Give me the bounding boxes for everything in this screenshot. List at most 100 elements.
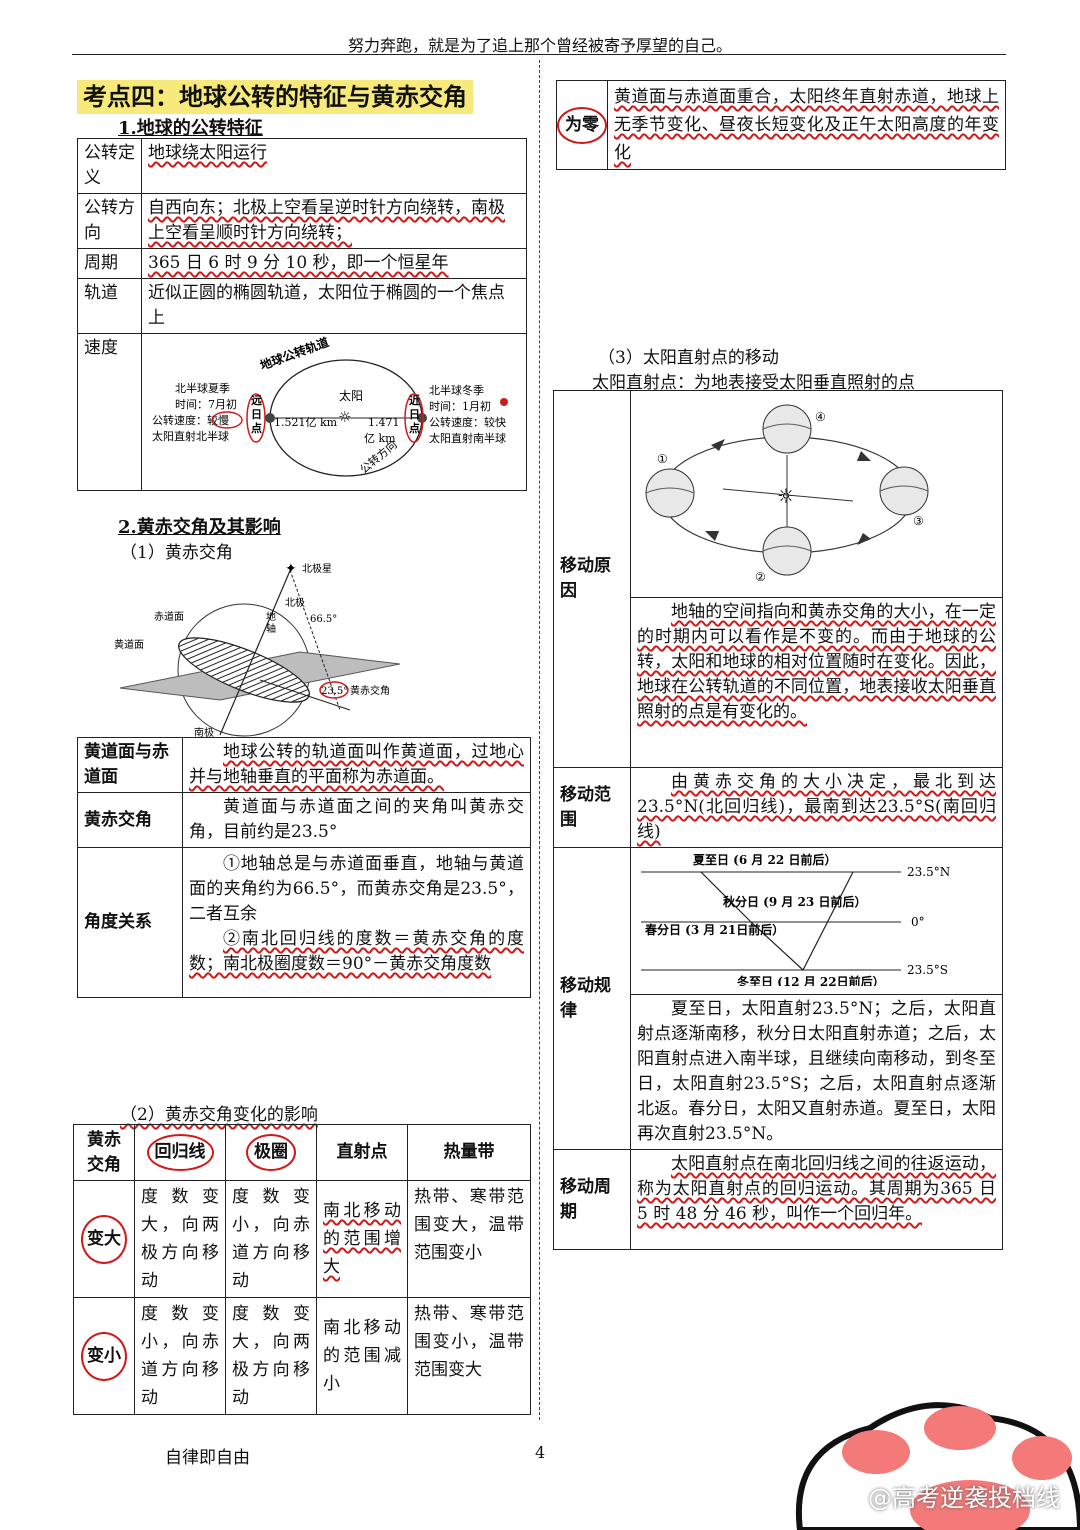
obliquity-change-table: 黄赤交角 回归线 极圈 直射点 热量带 变大 度数变大，向两极方向移动 度数变小…	[73, 1124, 531, 1415]
perihelion-earth	[417, 413, 427, 423]
row-key: 移动原因	[553, 390, 631, 768]
row-key: 公转定义	[77, 138, 142, 194]
north-star-icon: ✦	[285, 561, 297, 577]
axis-label-2: 轴	[266, 622, 276, 635]
angle-665-label: 66.5°	[310, 614, 337, 625]
equator-plane-label: 赤道面	[154, 610, 184, 623]
cell: 热带、寒带范围变小，温带范围变大	[407, 1297, 531, 1415]
earth-axis-line	[219, 565, 293, 736]
row-key: 角度关系	[77, 847, 183, 998]
aphelion-label-3: 点	[251, 421, 262, 435]
cell: 度数变大，向两极方向移动	[134, 1180, 226, 1298]
header-cell: 黄赤交角	[73, 1124, 135, 1181]
sun-icon: ☼	[338, 408, 351, 426]
cell: 度数变小，向赤道方向移动	[134, 1297, 226, 1415]
part3-definition: 太阳直射点：为地表接受太阳垂直照射的点	[592, 373, 915, 393]
obliquity-diagram: ✦ 北极星 北极 地 轴 赤道面 黄道面 66.5° 23.5° 黄赤交角 南极	[114, 561, 401, 738]
angle-relation-2: ②南北回归线的度数＝黄赤交角的度数；南北极圈度数＝90°－黄赤交角度数	[189, 929, 524, 974]
right-info: 公转速度：较快	[429, 415, 506, 429]
perihelion-distance-unit: 亿 km	[364, 432, 396, 445]
page-number: 4	[535, 1443, 546, 1462]
path-chart-cell: 夏至日 (6 月 22 日前后） 秋分日 (9 月 23 日前后） 春分日 (3…	[630, 847, 1003, 995]
north-star-label: 北极星	[302, 562, 332, 575]
right-info: 北半球冬季	[429, 383, 484, 397]
row-key: 速度	[77, 333, 142, 491]
row-value: 太阳直射点在南北回归线之间的往返运动，称为太阳直射点的回归运动。其周期为365 …	[630, 1149, 1003, 1250]
aphelion-distance: 1.521亿 km	[274, 416, 338, 429]
paw-decoration	[795, 1402, 1080, 1530]
section-title: 考点四：地球公转的特征与黄赤交角	[77, 80, 473, 114]
perihelion-label-2: 日	[409, 408, 420, 421]
row-key: 移动规律	[553, 847, 631, 1150]
orbit-mark: ③	[913, 514, 924, 528]
autumn-label: 秋分日 (9 月 23 日前后）	[723, 894, 866, 909]
header-cell: 回归线	[134, 1124, 226, 1181]
row-value: 由黄赤交角的大小决定，最北到达23.5°N(北回归线)，最南到达23.5°S(南…	[630, 767, 1003, 848]
row-value: 黄道面与赤道面之间的夹角叫黄赤交角，目前约是23.5°	[182, 792, 531, 848]
row-key: 移动周期	[553, 1149, 631, 1250]
aphelion-label-2: 日	[251, 408, 262, 421]
earth-position-1	[645, 468, 695, 518]
subsolar-table: 移动原因 ☼ ① ②	[553, 390, 1003, 1250]
lat-n-label: 23.5°N	[907, 865, 950, 879]
footer-left: 自律即自由	[165, 1448, 250, 1468]
ecliptic-plane-label: 黄道面	[114, 638, 144, 651]
summer-label: 夏至日 (6 月 22 日前后）	[693, 852, 836, 867]
north-pole-label: 北极	[285, 596, 305, 609]
header-cell: 极圈	[225, 1124, 317, 1181]
perihelion-distance: 1.471	[368, 416, 400, 429]
row-value: 地球公转的轨道面叫作黄道面，过地心并与地轴垂直的平面称为赤道面。	[182, 737, 531, 793]
cell: 南北移动的范围减小	[316, 1297, 408, 1415]
row-key: 轨道	[77, 278, 142, 334]
earth-orbit-diagram: ☼ ① ② ③ ④	[645, 404, 929, 584]
row-key: 公转方向	[77, 193, 142, 249]
lat-eq-label: 0°	[911, 915, 925, 929]
right-info: 时间：1月初	[429, 399, 491, 413]
row-value: 自西向东；北极上空看呈逆时针方向绕转，南极上空看呈顺时针方向绕转；	[141, 193, 527, 249]
row-value: 365 日 6 时 9 分 10 秒，即一个恒星年	[141, 248, 527, 279]
header-rule	[72, 54, 1006, 55]
spring-label: 春分日 (3 月 21日前后）	[644, 922, 784, 937]
orbit-label: 地球公转轨道	[258, 334, 331, 373]
orbit-mark: ②	[755, 570, 766, 584]
left-info: 公转速度：较慢	[152, 413, 229, 427]
column-divider	[539, 60, 540, 1420]
earth-position-3	[879, 466, 929, 516]
part2-sub1: （1）黄赤交角	[120, 543, 233, 563]
row-key: 黄赤交角	[77, 792, 183, 848]
lat-s-label: 23.5°S	[907, 963, 948, 977]
axis-label-1: 地	[266, 610, 276, 623]
row-value: 近似正圆的椭圆轨道，太阳位于椭圆的一个焦点上	[141, 278, 527, 334]
part2-sub2: （2）黄赤交角变化的影响	[120, 1105, 318, 1125]
subsolar-path-chart: 夏至日 (6 月 22 日前后） 秋分日 (9 月 23 日前后） 春分日 (3…	[641, 852, 950, 989]
row-key: 黄道面与赤道面	[77, 737, 183, 793]
row-key: 移动范围	[553, 767, 631, 848]
angle-relation-1: ①地轴总是与赤道面垂直，地轴与黄道面的夹角约为66.5°，而黄赤交角是23.5°…	[189, 854, 524, 924]
part2-title: 2.黄赤交角及其影响	[118, 517, 281, 538]
orbit-mark: ①	[657, 452, 668, 466]
angle-235-label: 23.5°	[321, 686, 348, 697]
cell: 南北移动的范围增大	[316, 1180, 408, 1298]
perihelion-label-1: 近	[409, 393, 420, 407]
zero-obliquity-table: 为零 黄道面与赤道面重合，太阳终年直射赤道，地球上无季节变化、昼夜长短变化及正午…	[556, 80, 1006, 170]
row-key: 变小	[73, 1297, 135, 1415]
sun-label: 太阳	[339, 388, 363, 403]
part1-title: 1.地球的公转特征	[118, 118, 263, 139]
orbit-speed-diagram: 地球公转轨道 公转方向 太阳 ☼ 1.521亿 km 1.471 亿 km 远 …	[152, 334, 508, 477]
row-key: 周期	[77, 248, 142, 279]
row-value: 地轴的空间指向和黄赤交角的大小，在一定的时期内可以看作是不变的。而由于地球的公转…	[630, 597, 1003, 768]
orbit-mark: ④	[815, 410, 826, 424]
header-motto: 努力奔跑，就是为了追上那个曾经被寄予厚望的自己。	[347, 36, 732, 55]
left-info: 北半球夏季	[175, 381, 230, 395]
sun-icon: ☼	[777, 484, 795, 508]
aphelion-label-1: 远	[251, 394, 262, 407]
row-value: 夏至日，太阳直射23.5°N；之后，太阳直射点逐渐南移，秋分日太阳直射赤道；之后…	[630, 994, 1003, 1150]
row-value: 地球绕太阳运行	[141, 138, 527, 194]
watermark: @高考逆袭投档线	[868, 1484, 1060, 1512]
angle-name-label: 黄赤交角	[350, 684, 390, 697]
header-cell: 热量带	[407, 1124, 531, 1181]
cell: 热带、寒带范围变大，温带范围变小	[407, 1180, 531, 1298]
header-cell: 直射点	[316, 1124, 408, 1181]
orbit-feature-table: 公转定义 地球绕太阳运行 公转方向 自西向东；北极上空看呈逆时针方向绕转，南极上…	[77, 138, 527, 491]
cell: 度数变小，向赤道方向移动	[225, 1180, 317, 1298]
